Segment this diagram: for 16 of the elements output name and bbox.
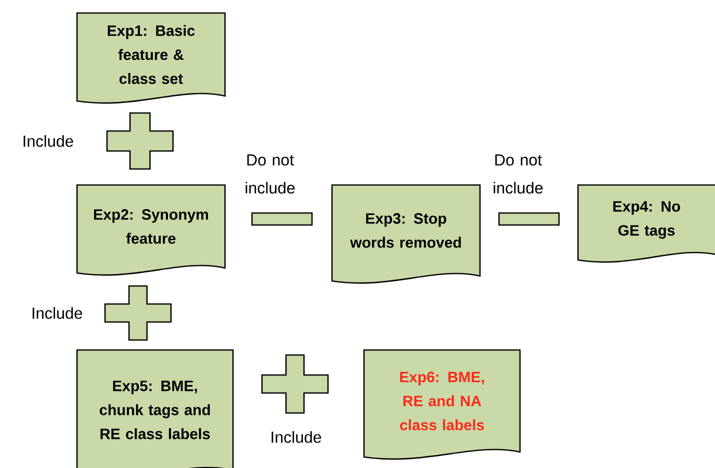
- sign-label: Include: [32, 307, 82, 319]
- minus-sign: [251, 212, 313, 226]
- sign-label: Do not include: [246, 154, 295, 194]
- plus-sign: [261, 354, 329, 414]
- document-box: Exp6: BME, RE and NA class labels: [363, 349, 521, 460]
- document-box: Exp2: Synonym feature: [76, 184, 226, 276]
- document-box: Exp3: Stop words removed: [331, 184, 481, 284]
- sign-label: Do not include: [494, 154, 543, 194]
- plus-sign: [106, 112, 174, 170]
- document-box: Exp1: Basic feature & class set: [76, 12, 226, 104]
- sign-label: Include: [272, 431, 322, 443]
- sign-label: Include: [24, 135, 74, 147]
- plus-sign: [104, 285, 172, 341]
- minus-sign: [498, 212, 560, 226]
- document-box: Exp4: No GE tags: [577, 184, 715, 263]
- document-box: Exp5: BME, chunk tags and RE class labels: [76, 349, 234, 468]
